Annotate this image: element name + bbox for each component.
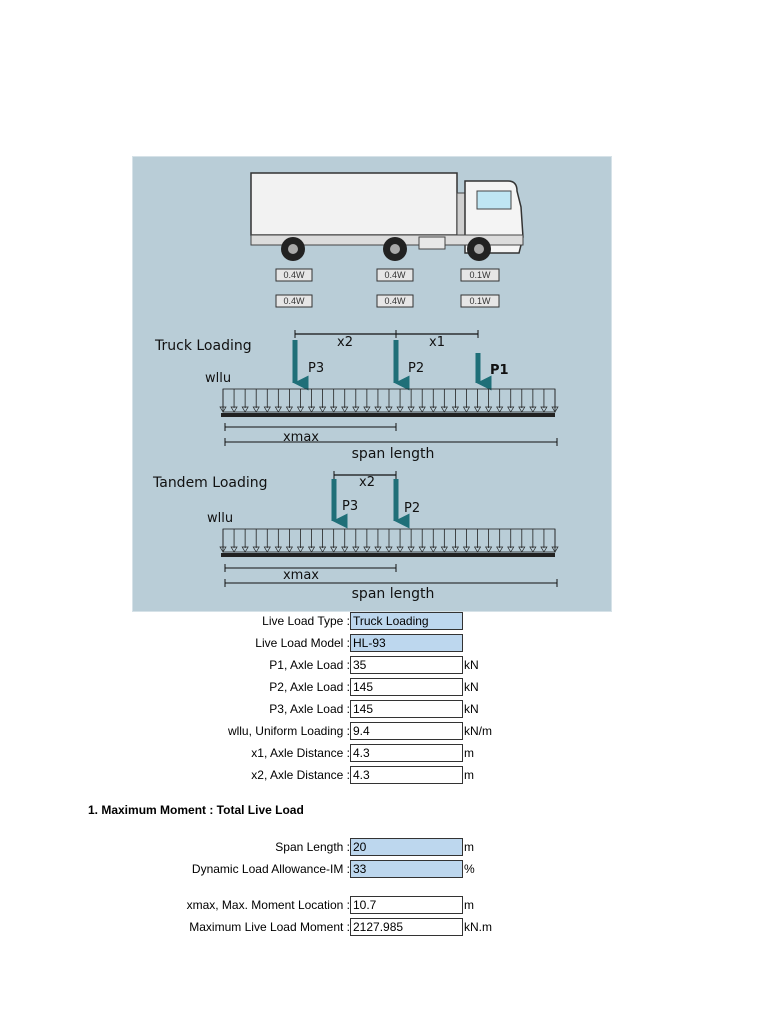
max-live-load-moment-label: Maximum Live Load Moment : — [189, 920, 350, 934]
tandem-loading-heading: Tandem Loading — [152, 475, 268, 491]
x2-axle-distance-row: x2, Axle Distance : 4.3 m — [0, 766, 768, 786]
span-length-unit: m — [464, 840, 474, 854]
p1-axle-load-unit: kN — [464, 658, 479, 672]
max-live-load-moment-row: Maximum Live Load Moment : 2127.985 kN.m — [0, 918, 768, 938]
tandem-wllu-label: wllu — [207, 511, 233, 526]
truck-span-label: span length — [352, 446, 435, 462]
truck-p1-label: P1 — [490, 363, 509, 378]
live-load-type-field[interactable]: Truck Loading — [350, 612, 463, 630]
xmax-location-unit: m — [464, 898, 474, 912]
wllu-uniform-loading-label: wllu, Uniform Loading : — [227, 724, 350, 738]
truck-p3-label: P3 — [308, 361, 324, 376]
tandem-beam — [221, 553, 555, 557]
x1-axle-distance-unit: m — [464, 746, 474, 760]
tandem-p3-label: P3 — [342, 499, 358, 514]
x1-axle-distance-label: x1, Axle Distance : — [251, 746, 350, 760]
truck-wheel-middle — [383, 237, 407, 261]
xmax-location-field[interactable]: 10.7 — [350, 896, 463, 914]
load-diagram: 0.4W 0.4W 0.1W 0.4W 0.4W 0.1W Truck Load… — [132, 156, 612, 612]
p1-axle-load-field[interactable]: 35 — [350, 656, 463, 674]
live-load-model-row: Live Load Model : HL-93 — [0, 634, 768, 654]
x2-axle-distance-unit: m — [464, 768, 474, 782]
tandem-span-label: span length — [352, 586, 435, 602]
live-load-type-label: Live Load Type : — [262, 614, 350, 628]
tandem-x2-label: x2 — [359, 475, 375, 490]
truck-x2-label: x2 — [337, 335, 353, 350]
tandem-p2-label: P2 — [404, 501, 420, 516]
x2-axle-distance-label: x2, Axle Distance : — [251, 768, 350, 782]
live-load-model-field[interactable]: HL-93 — [350, 634, 463, 652]
truck-loading-heading: Truck Loading — [154, 338, 252, 354]
wllu-uniform-loading-row: wllu, Uniform Loading : 9.4 kN/m — [0, 722, 768, 742]
xmax-location-row: xmax, Max. Moment Location : 10.7 m — [0, 896, 768, 916]
p2-axle-load-unit: kN — [464, 680, 479, 694]
x1-axle-distance-field[interactable]: 4.3 — [350, 744, 463, 762]
p3-axle-load-row: P3, Axle Load : 145 kN — [0, 700, 768, 720]
truck-xmax-label: xmax — [283, 430, 319, 445]
dynamic-load-allowance-field[interactable]: 33 — [350, 860, 463, 878]
p2-axle-load-row: P2, Axle Load : 145 kN — [0, 678, 768, 698]
x2-axle-distance-field[interactable]: 4.3 — [350, 766, 463, 784]
max-live-load-moment-field[interactable]: 2127.985 — [350, 918, 463, 936]
truck-wheel-front — [467, 237, 491, 261]
span-length-label: Span Length : — [275, 840, 350, 854]
p3-axle-load-field[interactable]: 145 — [350, 700, 463, 718]
p3-axle-load-unit: kN — [464, 702, 479, 716]
dynamic-load-allowance-label: Dynamic Load Allowance-IM : — [191, 862, 350, 876]
axle-label-middle-2: 0.4W — [384, 296, 406, 306]
truck-wheel-rear — [281, 237, 305, 261]
x1-axle-distance-row: x1, Axle Distance : 4.3 m — [0, 744, 768, 764]
p2-axle-load-field[interactable]: 145 — [350, 678, 463, 696]
truck-p2-label: P2 — [408, 361, 424, 376]
wllu-uniform-loading-unit: kN/m — [464, 724, 492, 738]
truck-wllu-label: wllu — [205, 371, 231, 386]
span-length-row: Span Length : 20 m — [0, 838, 768, 858]
p2-axle-load-label: P2, Axle Load : — [269, 680, 350, 694]
p1-axle-load-row: P1, Axle Load : 35 kN — [0, 656, 768, 676]
live-load-type-row: Live Load Type : Truck Loading — [0, 612, 768, 632]
p3-axle-load-label: P3, Axle Load : — [269, 702, 350, 716]
axle-label-rear-2: 0.4W — [283, 296, 305, 306]
truck-distributed-load — [219, 388, 559, 413]
xmax-location-label: xmax, Max. Moment Location : — [186, 898, 350, 912]
tandem-xmax-label: xmax — [283, 568, 319, 583]
axle-label-front-2: 0.1W — [469, 296, 491, 306]
tandem-distributed-load — [219, 528, 559, 553]
section-title-maximum-moment: 1. Maximum Moment : Total Live Load — [88, 803, 304, 817]
axle-label-rear-1: 0.4W — [283, 270, 305, 280]
span-length-field[interactable]: 20 — [350, 838, 463, 856]
dynamic-load-allowance-row: Dynamic Load Allowance-IM : 33 % — [0, 860, 768, 880]
axle-label-middle-1: 0.4W — [384, 270, 406, 280]
truck-beam — [221, 413, 555, 417]
axle-label-front-1: 0.1W — [469, 270, 491, 280]
live-load-model-label: Live Load Model : — [255, 636, 350, 650]
wllu-uniform-loading-field[interactable]: 9.4 — [350, 722, 463, 740]
p1-axle-load-label: P1, Axle Load : — [269, 658, 350, 672]
truck-x1-label: x1 — [429, 335, 445, 350]
dynamic-load-allowance-unit: % — [464, 862, 475, 876]
max-live-load-moment-unit: kN.m — [464, 920, 492, 934]
truck-illustration — [250, 172, 524, 261]
